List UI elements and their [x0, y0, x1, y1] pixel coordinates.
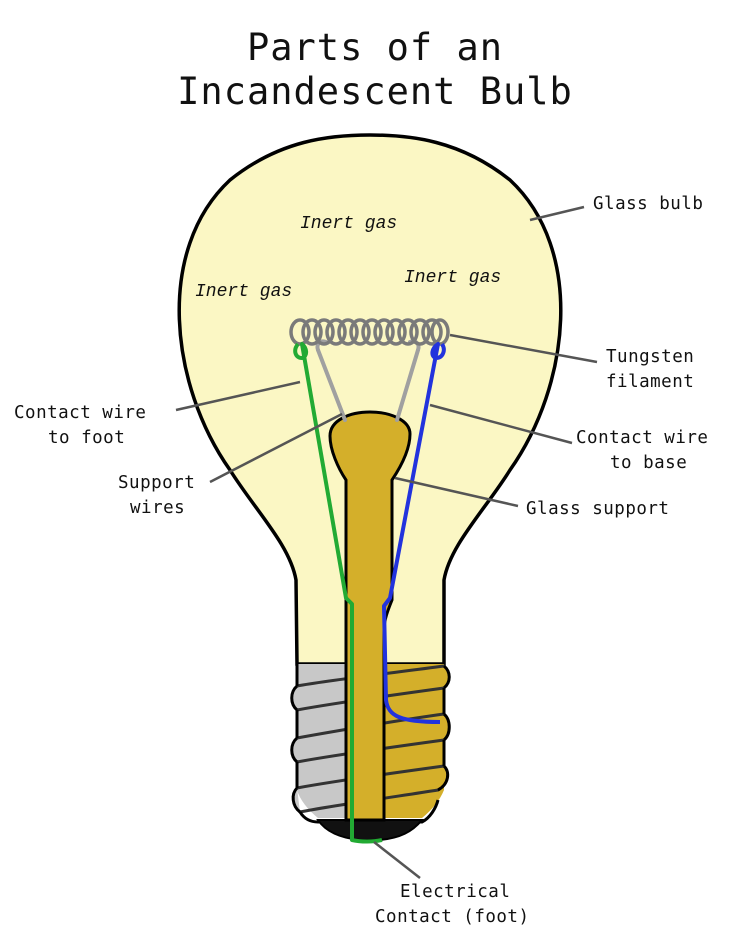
contact-wire-to-foot — [293, 342, 383, 844]
screw-thread-bumps — [290, 684, 302, 814]
label-electrical-contact-1: Electrical — [400, 882, 510, 902]
label-electrical-contact-2: Contact (foot) — [375, 907, 530, 927]
contact-wire-to-base — [382, 342, 446, 724]
leader-lines — [175, 205, 598, 879]
inert-gas-label-left: Inert gas — [195, 282, 292, 302]
leader-contact-wire-foot — [175, 380, 301, 412]
inert-gas-label-top: Inert gas — [300, 214, 397, 234]
label-contact-wire-foot-2: to foot — [48, 428, 125, 448]
glass-bulb — [177, 133, 563, 666]
leader-support-wires — [209, 412, 343, 484]
electrical-contact-foot — [316, 819, 425, 841]
label-support-wires-2: wires — [130, 498, 185, 518]
label-tungsten-filament-1: Tungsten — [606, 347, 694, 367]
label-tungsten-filament-2: filament — [606, 372, 694, 392]
leader-electrical-contact — [373, 841, 421, 879]
label-support-wires-1: Support — [118, 473, 195, 493]
label-glass-bulb: Glass bulb — [593, 194, 703, 214]
leader-glass-bulb — [529, 205, 585, 222]
diagram-title-line-1: Parts of an — [246, 26, 504, 69]
label-contact-wire-base-1: Contact wire — [576, 428, 708, 448]
diagram-title-line-2: Incandescent Bulb — [177, 70, 573, 113]
leader-glass-support — [394, 476, 519, 508]
screw-base — [297, 664, 346, 818]
inert-gas-label-right: Inert gas — [404, 268, 501, 288]
label-contact-wire-base-2: to base — [610, 453, 687, 473]
label-contact-wire-foot-1: Contact wire — [14, 403, 146, 423]
leader-contact-wire-base — [429, 403, 573, 445]
tungsten-filament — [289, 318, 450, 346]
label-glass-support: Glass support — [526, 499, 669, 519]
leader-tungsten-filament — [449, 333, 598, 364]
